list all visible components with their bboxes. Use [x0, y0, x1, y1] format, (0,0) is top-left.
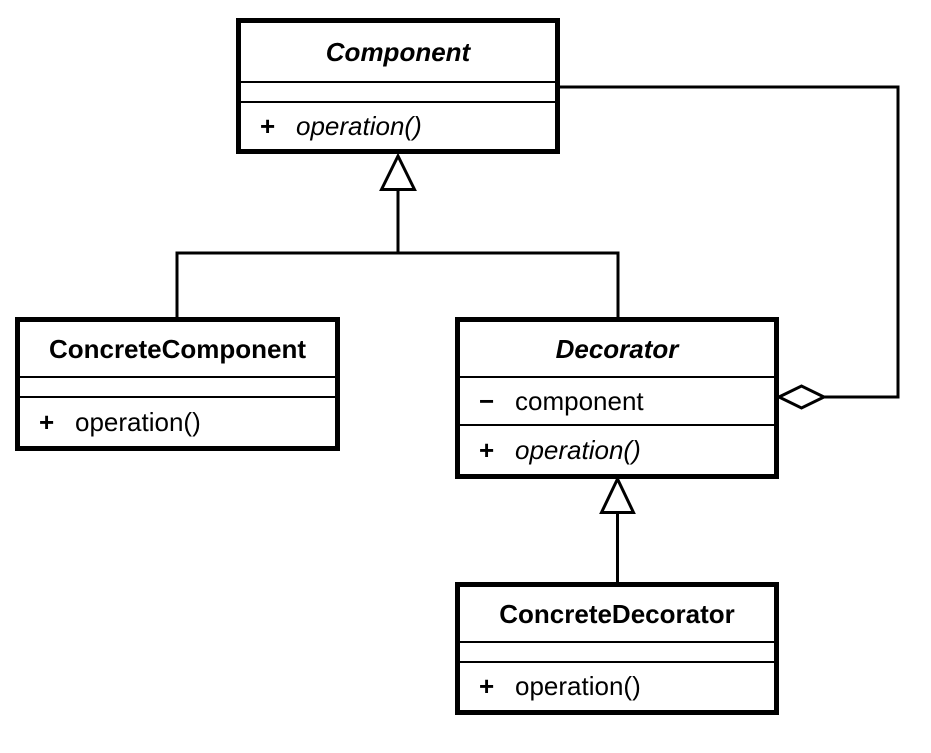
operation-row: + operation(): [241, 111, 555, 142]
aggregation-decorator-to-component: [560, 85, 900, 410]
operation-row: + operation(): [460, 435, 774, 466]
class-title-concrete-component: ConcreteComponent: [20, 322, 335, 378]
attributes-section-concrete-decorator: [460, 643, 774, 663]
visibility-symbol: +: [39, 406, 55, 437]
generalization-to-decorator: [599, 475, 636, 584]
operations-section-component: + operation(): [241, 103, 555, 149]
aggregation-diamond-icon: [775, 384, 828, 410]
operation-row: + operation(): [20, 407, 335, 438]
attributes-section-component: [241, 83, 555, 103]
class-box-concrete-component: ConcreteComponent + operation(): [15, 317, 340, 451]
class-box-decorator: Decorator − component + operation(): [455, 317, 779, 479]
visibility-symbol: +: [479, 434, 495, 465]
inheritance-triangle-icon: [599, 475, 636, 514]
operation-signature: operation(): [75, 406, 201, 437]
visibility-symbol: −: [479, 385, 495, 416]
class-title-decorator: Decorator: [460, 322, 774, 378]
generalization-to-component: [175, 152, 620, 319]
class-title-concrete-decorator: ConcreteDecorator: [460, 587, 774, 643]
attribute-row: − component: [460, 386, 774, 417]
visibility-symbol: +: [260, 110, 276, 141]
attribute-name: component: [515, 385, 644, 416]
attributes-section-decorator: − component: [460, 378, 774, 426]
operation-row: + operation(): [460, 671, 774, 702]
generalization-branch-line: [175, 251, 620, 319]
operations-section-concrete-component: + operation(): [20, 398, 335, 446]
class-box-concrete-decorator: ConcreteDecorator + operation(): [455, 582, 779, 715]
visibility-symbol: +: [479, 671, 495, 701]
inheritance-triangle-icon: [379, 152, 417, 191]
operation-signature: operation(): [296, 110, 422, 141]
class-box-component: Component + operation(): [236, 18, 560, 154]
class-title-component: Component: [241, 23, 555, 83]
operations-section-decorator: + operation(): [460, 426, 774, 474]
aggregation-line: [560, 85, 900, 399]
attributes-section-concrete-component: [20, 378, 335, 398]
operation-signature: operation(): [515, 434, 641, 465]
operation-signature: operation(): [515, 671, 641, 701]
operations-section-concrete-decorator: + operation(): [460, 663, 774, 710]
